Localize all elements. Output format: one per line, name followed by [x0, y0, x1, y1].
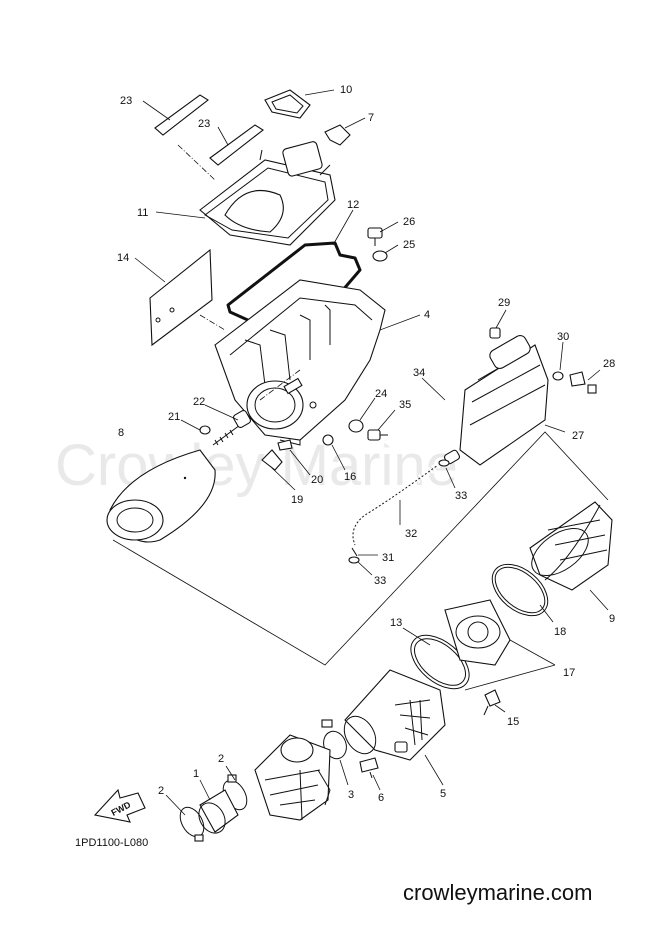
clamp-33-upper [438, 459, 450, 467]
screw-15 [483, 689, 501, 716]
callout-3: 3 [348, 789, 354, 801]
callout-23b: 23 [198, 118, 210, 130]
watermark: Crowley Marine [55, 433, 458, 498]
callout-13: 13 [390, 617, 402, 629]
clip-7 [324, 124, 351, 146]
callout-17: 17 [563, 667, 575, 679]
clip-28 [569, 371, 597, 394]
grommet-25 [372, 250, 388, 262]
airbox-cover [199, 141, 336, 246]
joint-9 [529, 501, 613, 591]
callout-20: 20 [311, 474, 323, 486]
leader-lines [134, 89, 609, 816]
callout-29: 29 [498, 297, 510, 309]
fwd-arrow-icon: FWD [93, 788, 146, 823]
hose-32 [349, 462, 441, 547]
callout-numbers: 23 10 23 7 11 12 26 25 14 4 29 30 28 34 … [117, 84, 615, 804]
callout-1: 1 [193, 768, 199, 780]
o-ring-13 [410, 634, 470, 690]
hose-34 [383, 399, 459, 454]
callout-30: 30 [557, 331, 569, 343]
callout-28: 28 [603, 358, 615, 370]
bolt-21 [199, 425, 211, 435]
callout-34: 34 [413, 367, 425, 379]
callout-24: 24 [375, 388, 387, 400]
callout-14: 14 [117, 252, 129, 264]
callout-33b: 33 [374, 575, 386, 587]
callout-26: 26 [403, 216, 415, 228]
carburetor [254, 734, 331, 821]
clamp-33-lower [348, 556, 360, 564]
bushing-20 [277, 439, 293, 451]
callout-33a: 33 [455, 490, 467, 502]
bolt-22 [212, 409, 252, 446]
callout-12: 12 [347, 199, 359, 211]
flange-17 [444, 599, 511, 666]
callout-10: 10 [340, 84, 352, 96]
callout-7: 7 [368, 112, 374, 124]
callout-8: 8 [118, 427, 124, 439]
callout-32: 32 [405, 528, 417, 540]
callout-35: 35 [399, 399, 411, 411]
diagram-code: 1PD1100-L080 [75, 837, 148, 849]
sensor-6 [359, 757, 379, 779]
callout-16: 16 [344, 471, 356, 483]
intake-joint-5 [343, 669, 446, 761]
airbox-case [214, 279, 386, 446]
fitting-35 [367, 429, 388, 441]
callout-31: 31 [382, 552, 394, 564]
callout-2-middle: 2 [218, 753, 224, 765]
callout-18: 18 [554, 626, 566, 638]
plug-19 [261, 449, 283, 471]
callout-5: 5 [440, 788, 446, 800]
connector-1 [198, 789, 239, 834]
callout-2-left: 2 [158, 785, 164, 797]
callout-25: 25 [403, 239, 415, 251]
sheet-14 [149, 248, 213, 347]
bolt-29 [489, 327, 501, 339]
clamp-2-lower [179, 806, 205, 842]
callout-21: 21 [168, 411, 180, 423]
foam-pad-23-lower [209, 124, 264, 166]
air-filter-8 [106, 449, 216, 543]
breather-box-27 [443, 334, 549, 466]
foam-pad-23-upper [154, 94, 209, 136]
bolt-26 [367, 227, 383, 246]
washer-16 [322, 434, 334, 446]
callout-9: 9 [609, 613, 615, 625]
callout-11: 11 [137, 207, 148, 219]
grommet-24 [348, 419, 364, 433]
callout-19: 19 [291, 494, 303, 506]
reference-lines [112, 144, 609, 666]
cap-10 [264, 89, 311, 119]
hose-31 [351, 547, 358, 557]
site-url[interactable]: crowleymarine.com [403, 880, 593, 905]
callout-6: 6 [378, 792, 384, 804]
callout-23a: 23 [120, 95, 132, 107]
washer-30 [552, 371, 564, 381]
callout-15: 15 [507, 716, 519, 728]
callout-27: 27 [572, 430, 584, 442]
callout-22: 22 [193, 396, 205, 408]
callout-4: 4 [424, 309, 430, 321]
